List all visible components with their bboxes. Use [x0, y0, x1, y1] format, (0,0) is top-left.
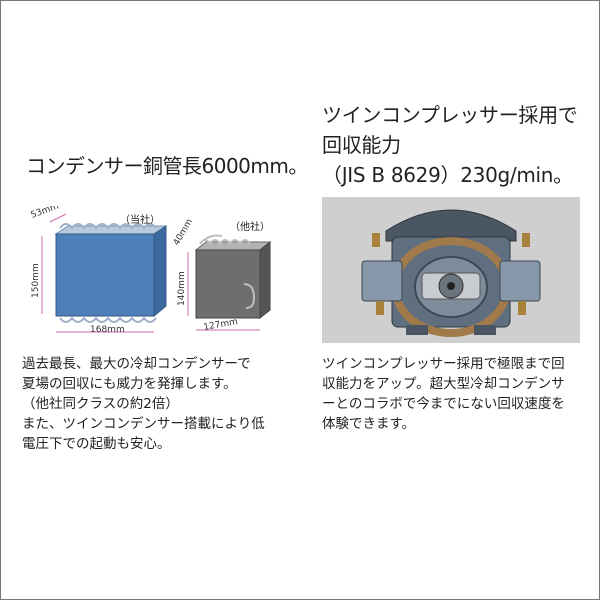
competitor-height-label: 140mm: [177, 271, 187, 306]
compressor-description: ツインコンプレッサー採用で極限まで回 収能力をアップ。超大型冷却コンデンサ ーと…: [322, 354, 584, 434]
our-height-label: 150mm: [31, 263, 41, 298]
heading-line: （JIS B 8629）230g/min。: [322, 163, 573, 187]
condenser-comparison-illustration: 53mm 150mm 168mm （当社） 40mm 140mm 127mm （…: [30, 206, 272, 335]
heading-line: ツインコンプレッサー採用で: [322, 103, 578, 127]
competitor-width-label: 127mm: [203, 317, 239, 333]
heading-line: 回収能力: [322, 133, 401, 157]
condenser-description: 過去最長、最大の冷却コンデンサーで 夏場の回収にも威力を発揮します。 （他社同ク…: [22, 354, 292, 454]
description-line: 収能力をアップ。超大型冷却コンデンサ: [322, 376, 565, 392]
description-line: 夏場の回収にも威力を発揮します。: [22, 376, 237, 392]
description-line: 過去最長、最大の冷却コンデンサーで: [22, 356, 251, 372]
compressor-heading: ツインコンプレッサー採用で 回収能力 （JIS B 8629）230g/min。: [322, 100, 578, 190]
competitor-depth-label: 40mm: [172, 217, 195, 247]
description-line: ツインコンプレッサー採用で極限まで回: [322, 356, 565, 372]
competitor-label: （他社）: [230, 220, 270, 233]
twin-compressor-photo: [322, 197, 580, 343]
our-depth-label: 53mm: [30, 206, 61, 221]
competitor-condenser-image: [187, 234, 272, 331]
our-width-label: 168mm: [90, 325, 125, 335]
description-line: （他社同クラスの約2倍）: [22, 396, 179, 412]
our-company-label: （当社）: [120, 213, 160, 226]
description-line: ーとのコラボで今までにない回収速度を: [322, 396, 565, 412]
our-condenser-image: [41, 213, 168, 333]
condenser-heading: コンデンサー銅管長6000mm。: [26, 154, 308, 178]
description-line: 体験できます。: [322, 416, 416, 432]
description-line: また、ツインコンデンサー搭載により低: [22, 416, 265, 432]
description-line: 電圧下での起動も安心。: [22, 436, 171, 452]
